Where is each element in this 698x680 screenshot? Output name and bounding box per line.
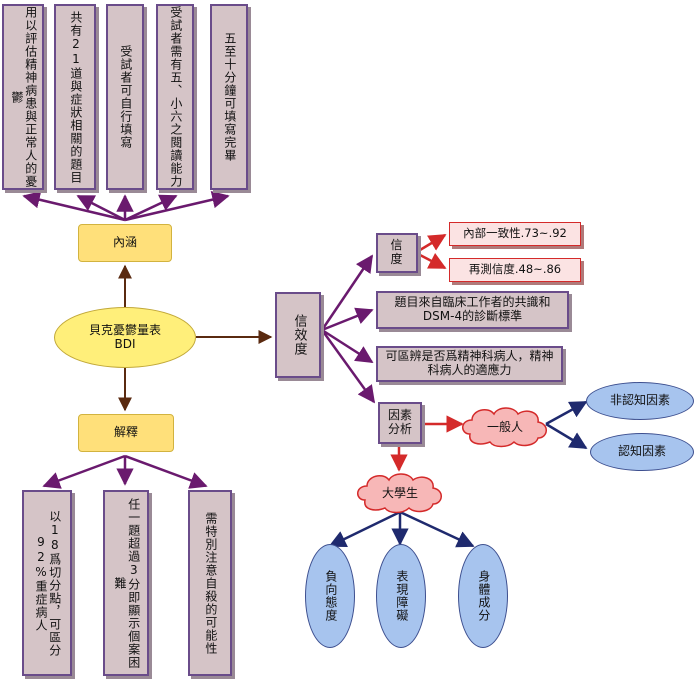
- interpretation-node: 解釋: [78, 414, 174, 452]
- somatic-component-node: 身體成分: [458, 544, 508, 648]
- reliability-label: 信度: [390, 238, 404, 266]
- bottom-box-score-text: 任一題超過3分即顯示個案困難: [113, 497, 141, 669]
- top-box-reading-text: 受試者需有五、小六之閱讀能力: [168, 6, 183, 188]
- negative-attitude-label: 負向態度: [323, 570, 338, 622]
- content-node: 內涵: [78, 224, 172, 262]
- top-box-evaluate: 用以評估精神病患與正常人的憂鬱: [2, 4, 44, 190]
- retest-reliability-text: 再測信度.48~.86: [468, 262, 562, 277]
- bottom-box-score: 任一題超過3分即顯示個案困難: [103, 490, 149, 676]
- top-box-evaluate-text: 用以評估精神病患與正常人的憂鬱: [10, 6, 38, 188]
- top-box-time-text: 五至十分鐘可填寫完畢: [222, 32, 237, 162]
- reliability-validity-node: 信效度: [275, 292, 321, 378]
- reliability-node: 信度: [376, 233, 418, 273]
- noncognitive-factor-label: 非認知因素: [609, 393, 670, 408]
- bdi-center-node: 貝克憂鬱量表 BDI: [54, 307, 196, 368]
- cognitive-factor-label: 認知因素: [617, 444, 666, 459]
- bottom-box-suicide-text: 需特別注意自殺的可能性: [203, 511, 218, 655]
- top-box-self-report: 受試者可自行填寫: [106, 4, 144, 190]
- factor-analysis-node: 因素分析: [378, 402, 422, 444]
- general-population-label: 一般人: [486, 419, 523, 434]
- top-box-reading: 受試者需有五、小六之閱讀能力: [156, 4, 194, 190]
- negative-attitude-node: 負向態度: [305, 544, 355, 648]
- general-population-cloud: [462, 407, 547, 448]
- interpretation-node-label: 解釋: [113, 425, 138, 440]
- college-student-label: 大學生: [381, 485, 418, 500]
- top-box-self-report-text: 受試者可自行填寫: [118, 45, 133, 149]
- top-box-items-text: 共有21道與症狀相關的題目: [68, 10, 83, 184]
- validity-source-box: 題目來自臨床工作者的共識和DSM-4的診斷標準: [376, 291, 569, 329]
- content-node-label: 內涵: [112, 235, 137, 250]
- reliability-validity-label: 信效度: [291, 314, 307, 356]
- cognitive-factor-node: 認知因素: [590, 433, 694, 471]
- performance-impairment-node: 表現障礙: [376, 544, 426, 648]
- bdi-abbrev: BDI: [114, 336, 136, 351]
- top-box-time: 五至十分鐘可填寫完畢: [210, 4, 248, 190]
- internal-consistency-text: 內部一致性.73~.92: [463, 226, 567, 241]
- internal-consistency-box: 內部一致性.73~.92: [449, 222, 581, 246]
- top-box-items: 共有21道與症狀相關的題目: [54, 4, 96, 190]
- noncognitive-factor-node: 非認知因素: [586, 382, 694, 420]
- retest-reliability-box: 再測信度.48~.86: [449, 258, 581, 282]
- bdi-title: 貝克憂鬱量表: [88, 322, 161, 337]
- validity-discriminate-text: 可區辨是否爲精神科病人，精神科病人的適應力: [385, 349, 554, 377]
- somatic-component-label: 身體成分: [476, 570, 491, 622]
- college-student-cloud: [357, 473, 442, 514]
- bottom-box-suicide: 需特別注意自殺的可能性: [188, 490, 232, 676]
- bottom-box-cutoff: 以18爲切分點，可區分92%重症病人: [22, 490, 72, 676]
- validity-source-text: 題目來自臨床工作者的共識和DSM-4的診斷標準: [394, 295, 551, 323]
- validity-discriminate-box: 可區辨是否爲精神科病人，精神科病人的適應力: [376, 346, 563, 382]
- factor-analysis-label: 因素分析: [387, 408, 412, 436]
- bottom-box-cutoff-text: 以18爲切分點，可區分92%重症病人: [34, 509, 62, 657]
- performance-impairment-label: 表現障礙: [394, 570, 409, 622]
